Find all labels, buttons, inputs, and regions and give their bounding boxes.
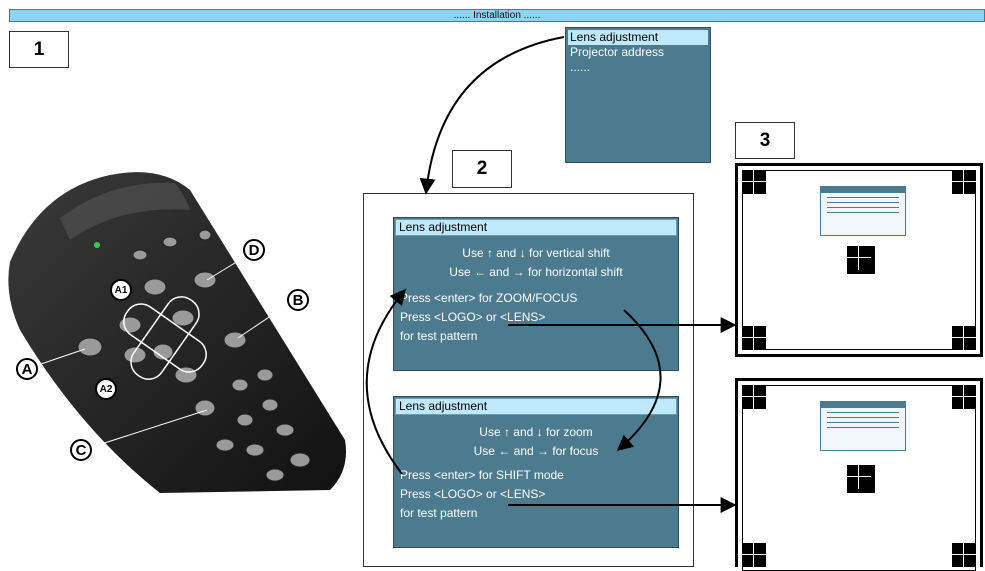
callout-a: A [16,358,38,380]
panel-title: Lens adjustment [395,398,677,415]
callout-c: C [70,439,92,461]
test-pattern-screen-zoom [735,378,983,571]
panel-line: Press <enter> for ZOOM/FOCUS [400,291,578,305]
menu-item-more[interactable]: ...... [570,60,591,74]
callout-a1: A1 [110,279,132,301]
callout-b: B [287,289,309,311]
step-2-label: 2 [452,150,512,188]
panel-title: Lens adjustment [395,219,677,236]
mini-menu-thumbnail [820,401,906,451]
step-1-label: 1 [9,31,69,68]
lens-shift-panel: Lens adjustment Use ↑ and ↓ for vertical… [393,217,679,371]
panel-line: Use ↑ and ↓ for zoom [479,425,593,439]
panel-line: Use ↑ and ↓ for vertical shift [462,246,610,260]
callout-d: D [243,239,265,261]
panel-line: Use ← and → for focus [473,444,599,458]
panel-line: Press <LOGO> or <LENS> [400,310,546,324]
panel-line: for test pattern [400,506,478,520]
panel-line: Use ← and → for horizontal shift [449,265,623,279]
power-led-icon [94,242,100,248]
panel-line: Press <enter> for SHIFT mode [400,468,564,482]
mini-menu-thumbnail [820,186,906,236]
menu-item-lens-adjustment[interactable]: Lens adjustment [568,30,708,45]
installation-menu: Lens adjustment Projector address ...... [565,27,711,163]
panel-line: Press <LOGO> or <LENS> [400,487,546,501]
lens-zoom-panel: Lens adjustment Use ↑ and ↓ for zoom Use… [393,396,679,548]
panel-line: for test pattern [400,329,478,343]
test-pattern-screen-shift [735,163,983,357]
step-3-label: 3 [735,122,795,159]
callout-a2: A2 [95,378,117,400]
menu-item-projector-address[interactable]: Projector address [570,45,665,59]
